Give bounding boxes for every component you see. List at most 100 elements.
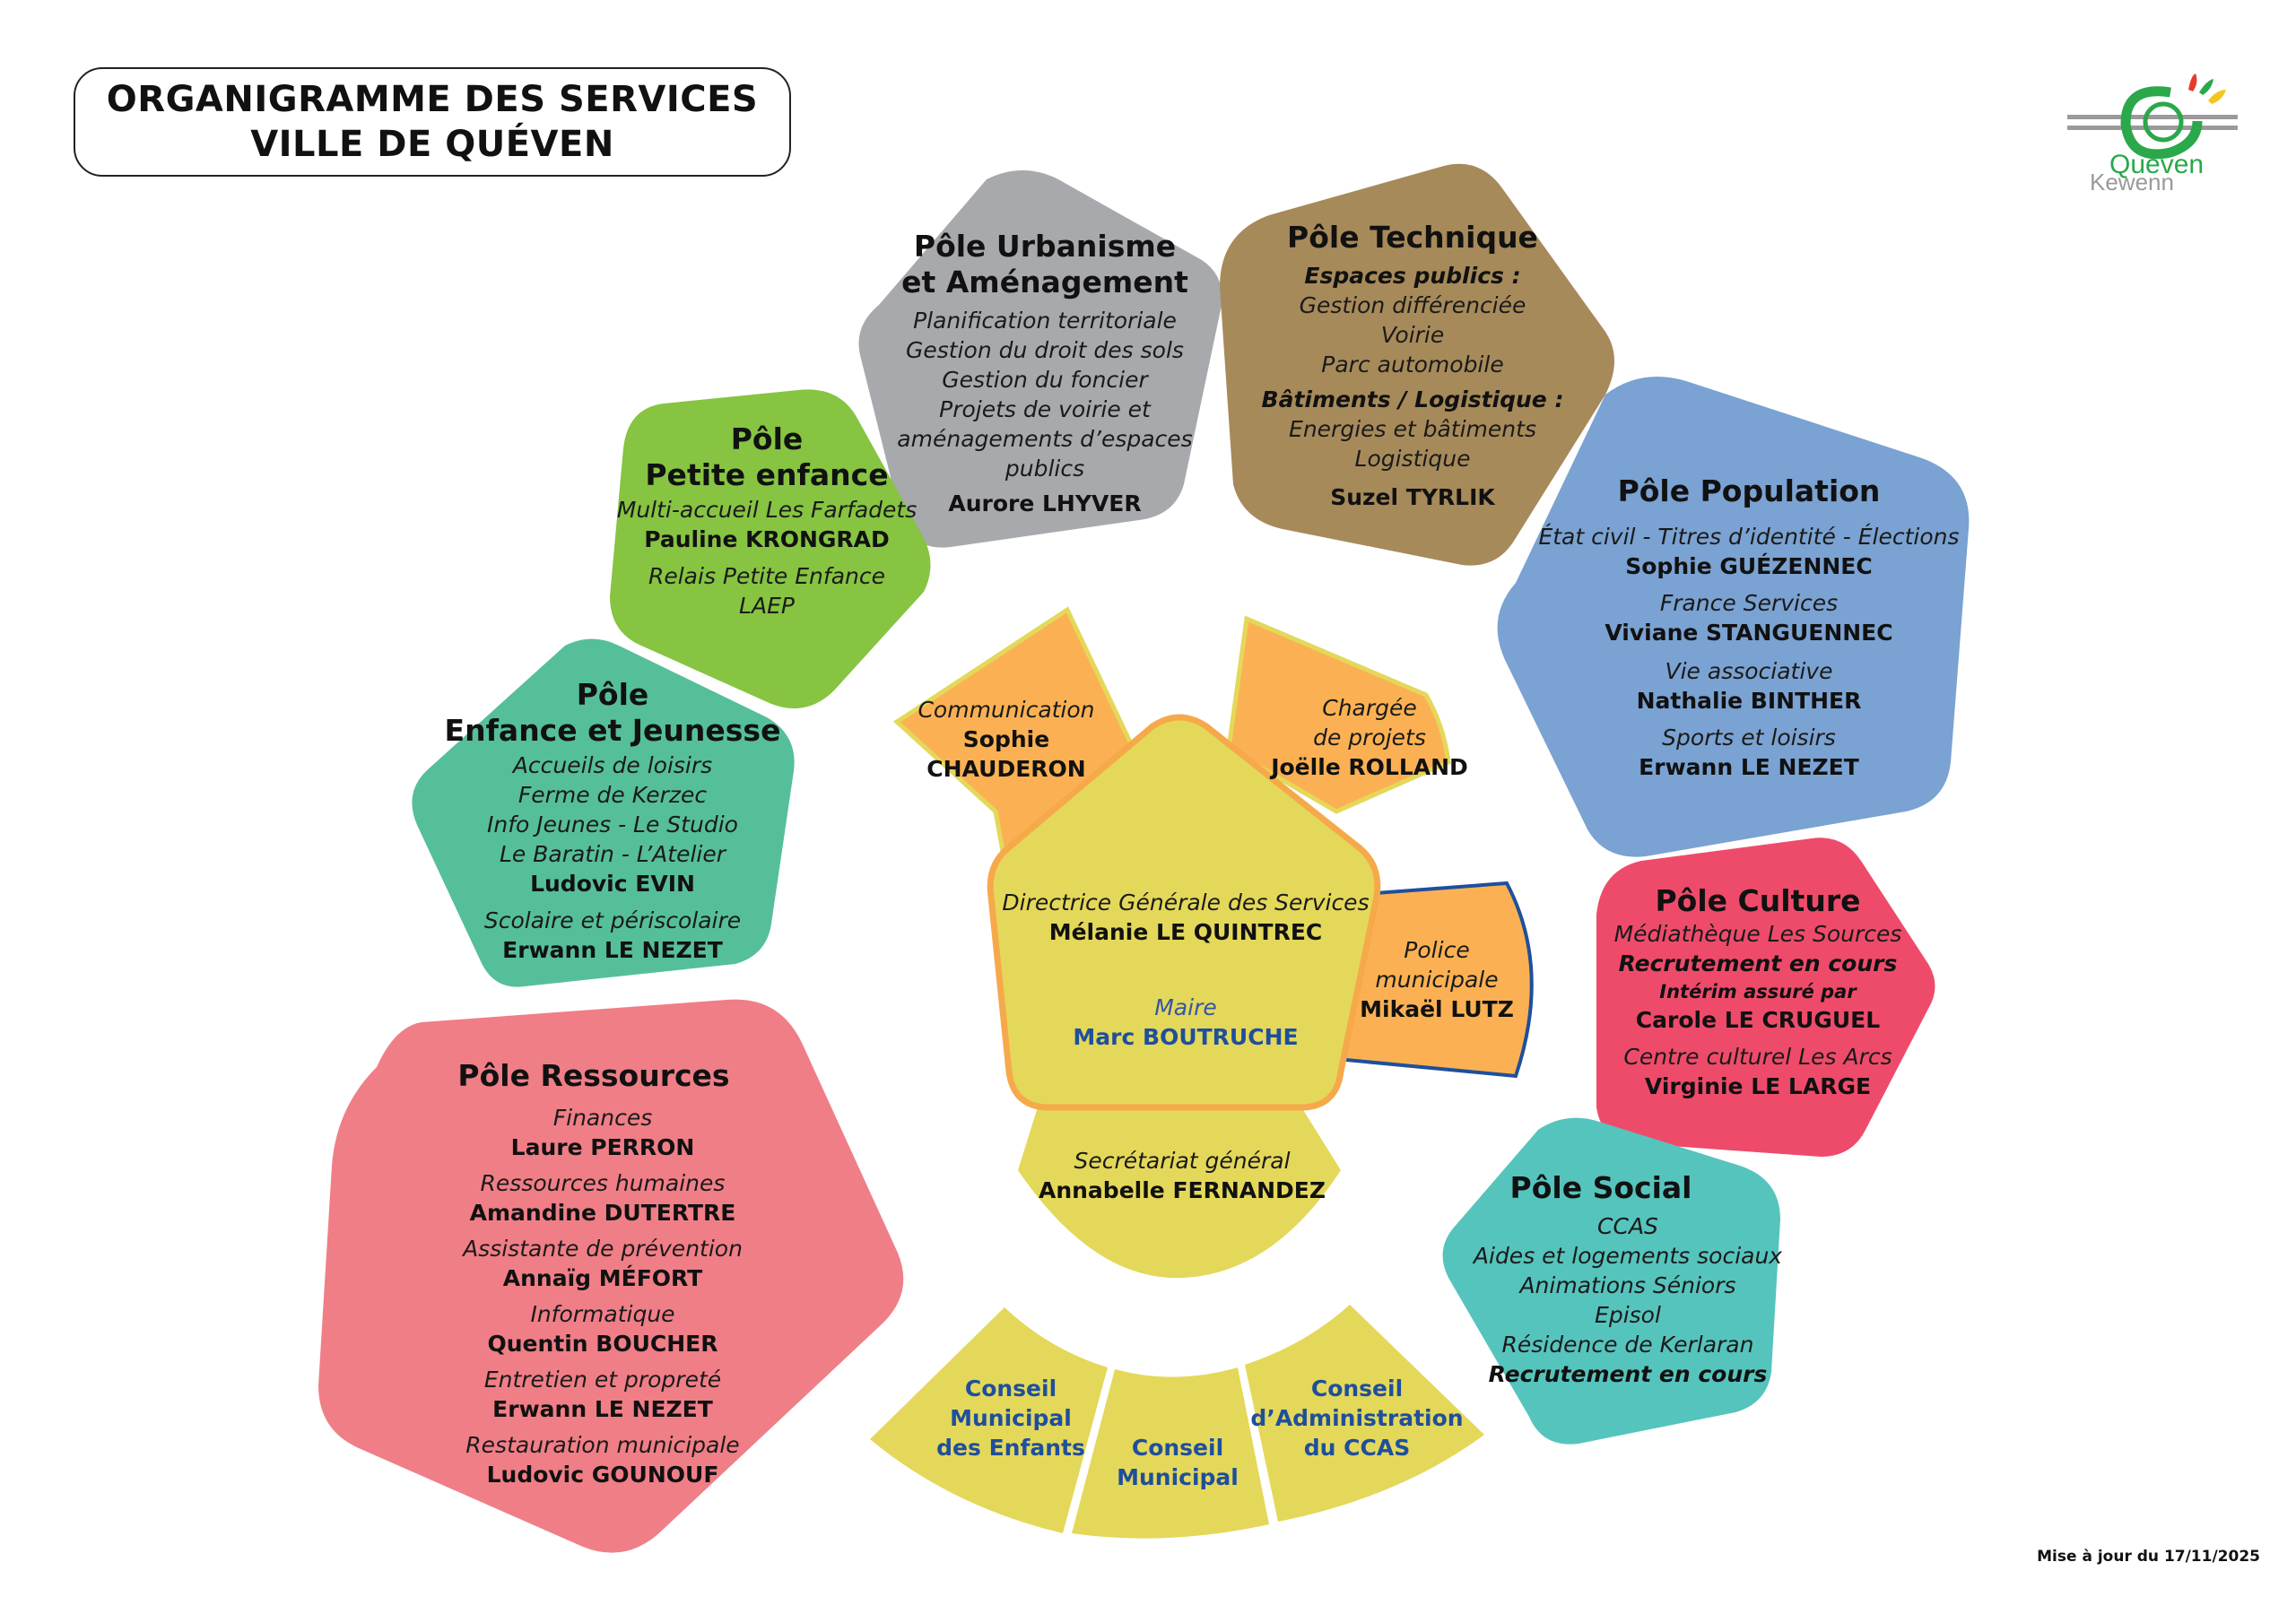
- service-head-name: Ludovic GOUNOUF: [486, 1462, 719, 1488]
- service-label: Sports et loisirs: [1662, 725, 1836, 751]
- chart-title-line-1: ORGANIGRAMME DES SERVICES: [106, 79, 759, 120]
- logo-leaf-green: [2199, 79, 2213, 95]
- dgs-unit: Directrice Générale des Services Mélanie…: [1002, 888, 1369, 947]
- pole-title: Pôle Culture: [1655, 883, 1861, 918]
- council-ccas: Conseil d’Administration du CCAS: [1250, 1374, 1463, 1462]
- unit-name: Annabelle FERNANDEZ: [1038, 1177, 1326, 1203]
- service-label: Entretien et propreté: [483, 1367, 722, 1393]
- service-label: Assistante de prévention: [463, 1236, 743, 1262]
- unit-role: de projets: [1313, 725, 1426, 751]
- service-label: Informatique: [530, 1301, 675, 1327]
- pole-title: Pôle Urbanisme: [913, 229, 1177, 264]
- recruitment-status: Recrutement en cours: [1618, 950, 1898, 976]
- service-label: Gestion du droit des sols: [906, 337, 1184, 363]
- pole-ressources-shape: [318, 999, 904, 1553]
- unit-role: Chargée: [1322, 695, 1417, 721]
- service-head-name: Nathalie BINTHER: [1636, 688, 1862, 714]
- pole-title: Pôle Ressources: [457, 1058, 730, 1093]
- projets-unit: Chargée de projets Joëlle ROLLAND: [1271, 693, 1468, 782]
- pole-head-name: Suzel TYRLIK: [1330, 484, 1495, 510]
- pole-social-shape: [1442, 1117, 1780, 1445]
- logo-text-kewenn: Kewenn: [2090, 169, 2174, 195]
- logo-stripe-1: [2067, 115, 2238, 119]
- council-municipal-shape: [1072, 1367, 1269, 1539]
- service-label: Médiathèque Les Sources: [1613, 921, 1902, 947]
- unit-name: Mikaël LUTZ: [1360, 996, 1514, 1022]
- service-label: Energies et bâtiments: [1289, 416, 1536, 442]
- unit-role: municipale: [1375, 967, 1499, 993]
- section-label: Bâtiments / Logistique :: [1261, 386, 1564, 412]
- service-label: Vie associative: [1665, 658, 1833, 684]
- council-ccas-shape: [1245, 1305, 1484, 1522]
- service-head-name: Virginie LE LARGE: [1644, 1073, 1872, 1099]
- service-label: Multi-accueil Les Farfadets: [616, 497, 918, 523]
- logo-swirl: [2120, 86, 2203, 160]
- unit-name: Joëlle ROLLAND: [1271, 754, 1468, 780]
- secretariat-shape: [1018, 1098, 1341, 1279]
- mayor-name: Marc BOUTRUCHE: [1073, 1024, 1299, 1050]
- pole-head-name: Aurore LHYVER: [948, 490, 1142, 516]
- center-dgs-shape: [987, 714, 1381, 1111]
- service-label: Gestion différenciée: [1299, 292, 1526, 318]
- pole-population-shape: [1497, 377, 1970, 857]
- chart-title-line-2: VILLE DE QUÉVEN: [250, 124, 614, 165]
- recruitment-status: Recrutement en cours: [1488, 1361, 1768, 1387]
- service-head-name: Amandine DUTERTRE: [469, 1200, 736, 1226]
- queven-logo: Quéven Kewenn: [2067, 74, 2238, 195]
- service-label: Ressources humaines: [480, 1170, 726, 1196]
- service-label: Restauration municipale: [465, 1432, 740, 1458]
- council-label: Municipal: [1117, 1464, 1239, 1490]
- pole-enfance-jeunesse: Pôle Enfance et Jeunesse Accueils de loi…: [445, 677, 781, 965]
- logo-inner-ring: [2143, 101, 2184, 143]
- service-label: Centre culturel Les Arcs: [1623, 1044, 1892, 1070]
- pole-petite-enfance-shape: [610, 389, 931, 708]
- police-wedge-shape: [1326, 881, 1534, 1079]
- service-label: Animations Séniors: [1519, 1272, 1736, 1298]
- pole-title: Pôle Technique: [1287, 220, 1538, 255]
- police-unit: Police municipale Mikaël LUTZ: [1360, 935, 1514, 1024]
- unit-name: Sophie: [962, 726, 1050, 752]
- service-head-name: Quentin BOUCHER: [487, 1331, 718, 1357]
- pole-title: et Aménagement: [901, 265, 1188, 299]
- pole-urbanisme: Pôle Urbanisme et Aménagement Planificat…: [897, 229, 1192, 518]
- pole-technique-shape: [1220, 163, 1614, 566]
- update-date: Mise à jour du 17/11/2025: [2037, 1548, 2260, 1566]
- secretariat-unit: Secrétariat général Annabelle FERNANDEZ: [1039, 1146, 1326, 1205]
- service-label: État civil - Titres d’identité - Électio…: [1538, 524, 1960, 550]
- logo-leaf-yellow: [2208, 90, 2226, 104]
- pole-title: Pôle: [576, 677, 649, 712]
- service-label: Episol: [1595, 1302, 1661, 1328]
- service-head-name: Ludovic EVIN: [530, 871, 695, 897]
- council-label: Conseil: [1310, 1376, 1404, 1402]
- pole-social: Pôle Social CCAS Aides et logements soci…: [1474, 1170, 1782, 1389]
- service-label: Planification territoriale: [913, 308, 1177, 334]
- council-enfants: Conseil Municipal des Enfants: [936, 1374, 1085, 1462]
- mayor-unit: Maire Marc BOUTRUCHE: [1073, 993, 1298, 1052]
- council-municipal: Conseil Municipal: [1117, 1433, 1239, 1492]
- service-label: Le Baratin - L’Atelier: [499, 841, 726, 867]
- service-label: Relais Petite Enfance: [648, 563, 885, 589]
- dgs-name: Mélanie LE QUINTREC: [1048, 919, 1323, 945]
- pole-culture: Pôle Culture Médiathèque Les Sources Rec…: [1614, 883, 1902, 1101]
- service-head-name: Carole LE CRUGUEL: [1635, 1007, 1881, 1033]
- logo-leaf-red: [2188, 74, 2197, 91]
- service-label: France Services: [1659, 590, 1839, 616]
- pole-title: Pôle Population: [1617, 473, 1881, 508]
- service-head-name: Erwann LE NEZET: [502, 937, 723, 963]
- logo-text-queven: Quéven: [2109, 150, 2204, 179]
- service-head-name: Annaïg MÉFORT: [502, 1265, 703, 1291]
- service-label: Gestion du foncier: [942, 367, 1148, 393]
- unit-role: Secrétariat général: [1074, 1148, 1291, 1174]
- council-label: des Enfants: [936, 1435, 1085, 1461]
- pole-title: Pôle: [730, 421, 804, 456]
- service-label: Scolaire et périscolaire: [483, 907, 742, 933]
- section-label: Espaces publics :: [1304, 263, 1521, 289]
- pole-petite-enfance: Pôle Petite enfance Multi-accueil Les Fa…: [617, 421, 917, 621]
- service-label: Aides et logements sociaux: [1473, 1243, 1783, 1269]
- pole-ressources: Pôle Ressources Finances Laure PERRON Re…: [457, 1058, 743, 1489]
- chart-title-box: ORGANIGRAMME DES SERVICES VILLE DE QUÉVE…: [74, 67, 791, 177]
- pole-title: Petite enfance: [645, 457, 889, 492]
- pole-urbanisme-shape: [858, 170, 1222, 548]
- pole-enfance-jeunesse-shape: [412, 638, 795, 987]
- pole-population: Pôle Population État civil - Titres d’id…: [1538, 473, 1959, 782]
